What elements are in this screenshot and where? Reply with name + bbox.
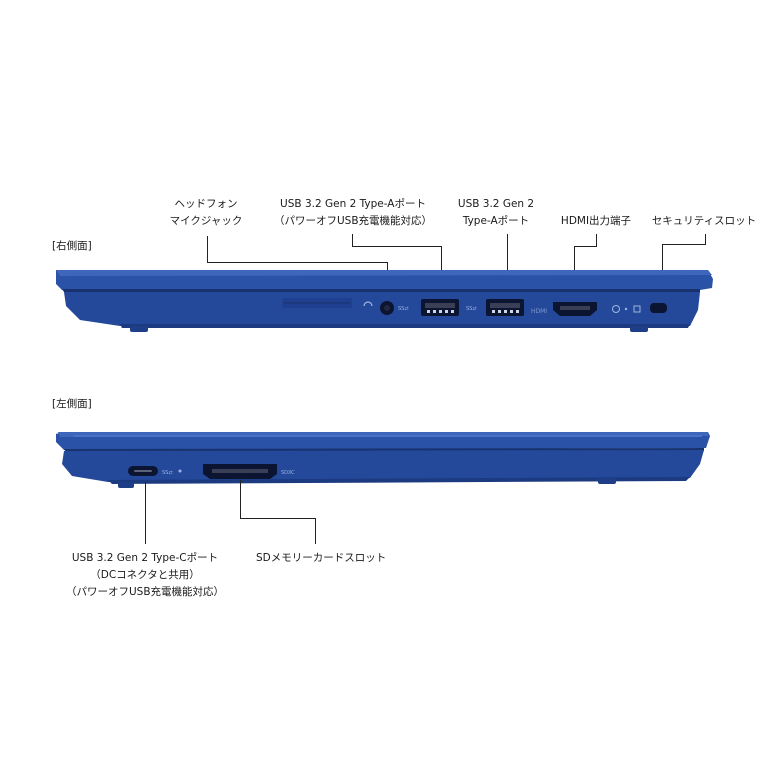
leader-line xyxy=(145,482,146,544)
hdmi-mark: HDMI xyxy=(531,308,547,315)
callout-headphone-line1: ヘッドフォン xyxy=(174,198,238,210)
headphone-icon xyxy=(363,301,373,307)
leader-line xyxy=(662,244,706,245)
leader-line xyxy=(207,236,208,263)
callout-usb-a-poweroff: USB 3.2 Gen 2 Type-Aポート （パワーオフUSB充電機能対応） xyxy=(262,196,444,230)
leader-line xyxy=(352,234,353,247)
leader-line xyxy=(705,234,706,244)
led-indicator xyxy=(624,307,628,311)
leader-line xyxy=(662,244,663,278)
leader-line xyxy=(240,480,241,519)
callout-usb-c-line1: USB 3.2 Gen 2 Type-Cポート xyxy=(71,552,219,564)
callout-usb-c: USB 3.2 Gen 2 Type-Cポート （DCコネクタと共用） （パワー… xyxy=(52,550,238,601)
leader-line xyxy=(574,246,597,247)
laptop-left-side-view: SS⇄ SDXC xyxy=(56,432,710,488)
security-slot xyxy=(650,303,667,313)
status-led xyxy=(178,469,182,473)
callout-usb-a-line2: Type-Aポート xyxy=(462,215,530,227)
leader-line xyxy=(315,518,316,544)
callout-usb-a: USB 3.2 Gen 2 Type-Aポート xyxy=(450,196,542,230)
sdxc-mark: SDXC xyxy=(281,470,295,476)
callout-headphone-line2: マイクジャック xyxy=(169,215,243,227)
callout-sd-slot: SDメモリーカードスロット xyxy=(256,550,387,567)
power-icon xyxy=(612,305,620,313)
callout-hdmi-line1: HDMI出力端子 xyxy=(560,215,632,227)
right-side-title: [右側面] xyxy=(52,240,92,252)
callout-usb-a-poweroff-line2: （パワーオフUSB充電機能対応） xyxy=(273,215,433,227)
leader-line xyxy=(240,518,316,519)
callout-security-slot: セキュリティスロット xyxy=(648,213,760,230)
leader-line xyxy=(207,262,388,263)
callout-headphone-jack: ヘッドフォン マイクジャック xyxy=(160,196,252,230)
leader-line xyxy=(507,234,508,300)
callout-sd-slot-line1: SDメモリーカードスロット xyxy=(256,552,387,564)
usb-mark-1: SS⇄ xyxy=(398,306,409,312)
callout-hdmi: HDMI出力端子 xyxy=(548,213,644,230)
callout-usb-a-poweroff-line1: USB 3.2 Gen 2 Type-Aポート xyxy=(280,198,426,210)
callout-usb-c-line2: （DCコネクタと共用） xyxy=(90,569,200,581)
callout-usb-a-line1: USB 3.2 Gen 2 xyxy=(457,198,535,210)
callout-usb-c-line3: （パワーオフUSB充電機能対応） xyxy=(65,586,225,598)
lock-icon xyxy=(633,305,641,313)
laptop-right-side-view: SS⇄ SS⇄ HDMI xyxy=(56,270,713,332)
callout-security-slot-line1: セキュリティスロット xyxy=(651,215,757,227)
left-side-title: [左側面] xyxy=(52,398,92,410)
leader-line xyxy=(352,246,442,247)
leader-line xyxy=(596,234,597,246)
usb-c-mark: SS⇄ xyxy=(162,470,173,476)
usb-mark-2: SS⇄ xyxy=(466,306,477,312)
